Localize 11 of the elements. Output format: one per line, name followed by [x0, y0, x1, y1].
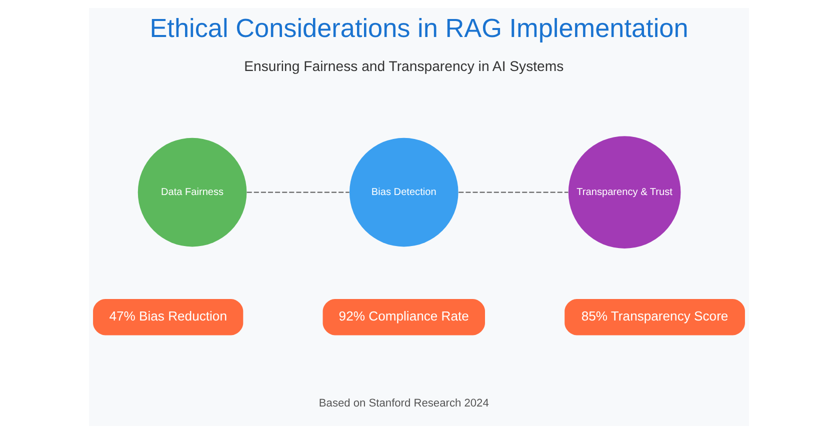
node-circle: Data Fairness	[137, 138, 246, 247]
diagram-title: Ethical Considerations in RAG Implementation	[149, 13, 688, 44]
node-box: 85% Transparency Score	[564, 299, 744, 336]
label: Ensuring Fairness and Transparency in AI Systems	[244, 58, 564, 74]
node-circle: Transparency & Trust	[568, 136, 680, 248]
connector	[458, 192, 568, 193]
node-box: 47% Bias Reduction	[92, 299, 243, 336]
connector	[246, 192, 349, 193]
node-circle: Bias Detection	[348, 138, 458, 247]
node-box: 92% Compliance Rate	[322, 299, 484, 336]
caption: Based on Stanford Research 2024	[318, 398, 488, 410]
